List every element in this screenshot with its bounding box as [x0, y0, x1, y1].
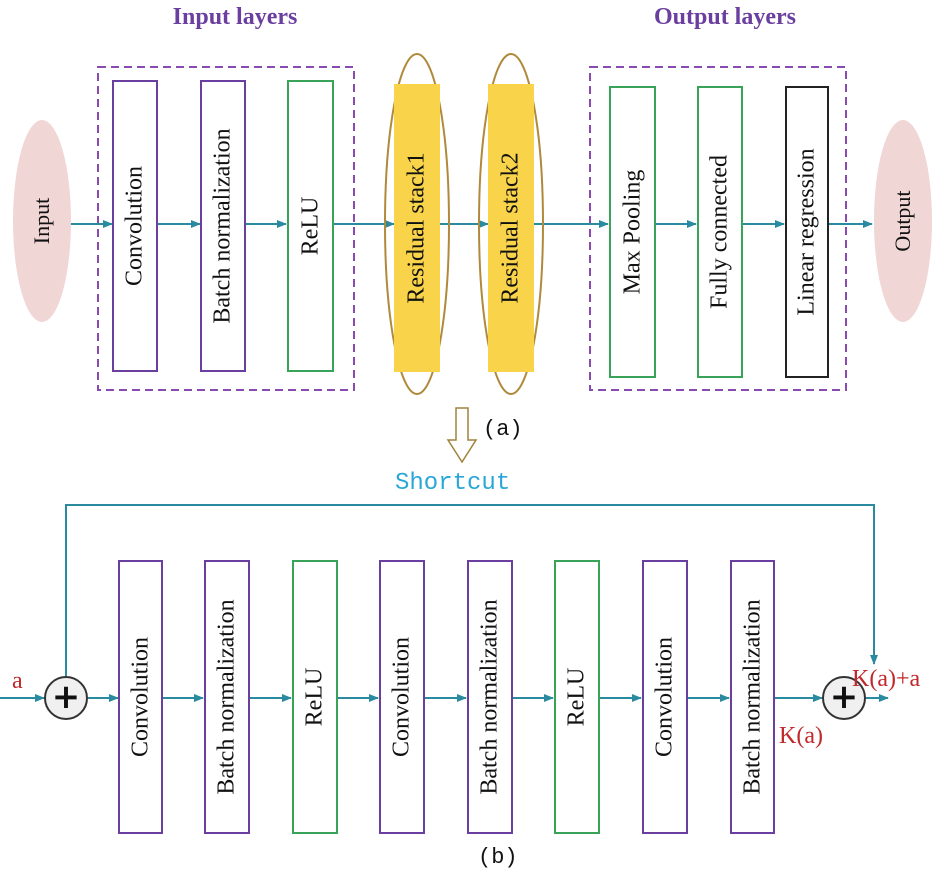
b-layer-label: Convolution	[388, 636, 415, 758]
b-relu-block-1: ReLU	[292, 560, 338, 834]
caption-a: (a)	[483, 417, 523, 442]
fully-connected-label: Fully connected	[706, 155, 733, 309]
ka-plus-a-label: K(a)+a	[852, 666, 921, 692]
b-layer-label: ReLU	[301, 667, 328, 727]
a-batch-normalization-label: Batch normalization	[209, 128, 236, 324]
b-layer-label: Batch normalization	[213, 599, 240, 795]
linear-regression-block: Linear regression	[785, 86, 829, 378]
residual-stack1-label: Residual stack1	[403, 152, 430, 304]
down-arrow-icon	[446, 407, 478, 464]
residual-stack1-outline	[384, 53, 450, 395]
b-batch-normalization-block-3: Batch normalization	[730, 560, 775, 834]
residual-stack2-outline	[478, 53, 544, 395]
input-layers-title: Input layers	[172, 4, 298, 30]
a-relu-label: ReLU	[297, 196, 323, 256]
linear-regression-label: Linear regression	[793, 148, 820, 316]
b-layer-label: Batch normalization	[739, 599, 765, 795]
panel-b-arrows	[0, 504, 889, 702]
input-terminal: Input	[13, 120, 71, 322]
a-relu-block: ReLU	[287, 80, 334, 372]
shortcut-label: Shortcut	[395, 470, 511, 497]
output-layers-group-border	[589, 66, 847, 391]
b-layer-label: Convolution	[127, 636, 153, 758]
shortcut-path	[65, 504, 878, 676]
input-terminal-label: Input	[29, 197, 54, 245]
fully-connected-block: Fully connected	[697, 86, 743, 378]
a-convolution-block: Convolution	[112, 80, 158, 372]
residual-stack2-block: Residual stack2	[488, 84, 534, 372]
b-layer-label: Convolution	[651, 636, 678, 758]
b-batch-normalization-block-2: Batch normalization	[467, 560, 513, 834]
input-layers-group-border	[97, 66, 355, 391]
output-terminal-label: Output	[890, 190, 915, 252]
residual-stack2-label: Residual stack2	[497, 152, 524, 304]
b-convolution-block-1: Convolution	[118, 560, 163, 834]
output-terminal: Output	[874, 120, 932, 322]
a-batch-normalization-block: Batch normalization	[200, 80, 246, 372]
b-relu-block-2: ReLU	[554, 560, 600, 834]
b-convolution-block-3: Convolution	[642, 560, 688, 834]
add-node-output: +	[822, 676, 866, 720]
input-var-a: a	[12, 668, 23, 694]
max-pooling-label: Max Pooling	[619, 169, 645, 295]
ka-label: K(a)	[779, 723, 823, 749]
a-convolution-label: Convolution	[121, 165, 148, 287]
b-convolution-block-2: Convolution	[379, 560, 425, 834]
output-layers-title: Output layers	[653, 4, 796, 30]
b-layer-label: ReLU	[563, 667, 590, 727]
b-batch-normalization-block-1: Batch normalization	[204, 560, 250, 834]
b-layer-label: Batch normalization	[476, 599, 503, 795]
add-node-input: +	[44, 676, 88, 720]
max-pooling-block: Max Pooling	[609, 86, 656, 378]
caption-b: (b)	[478, 845, 518, 870]
residual-stack1-block: Residual stack1	[394, 84, 440, 372]
